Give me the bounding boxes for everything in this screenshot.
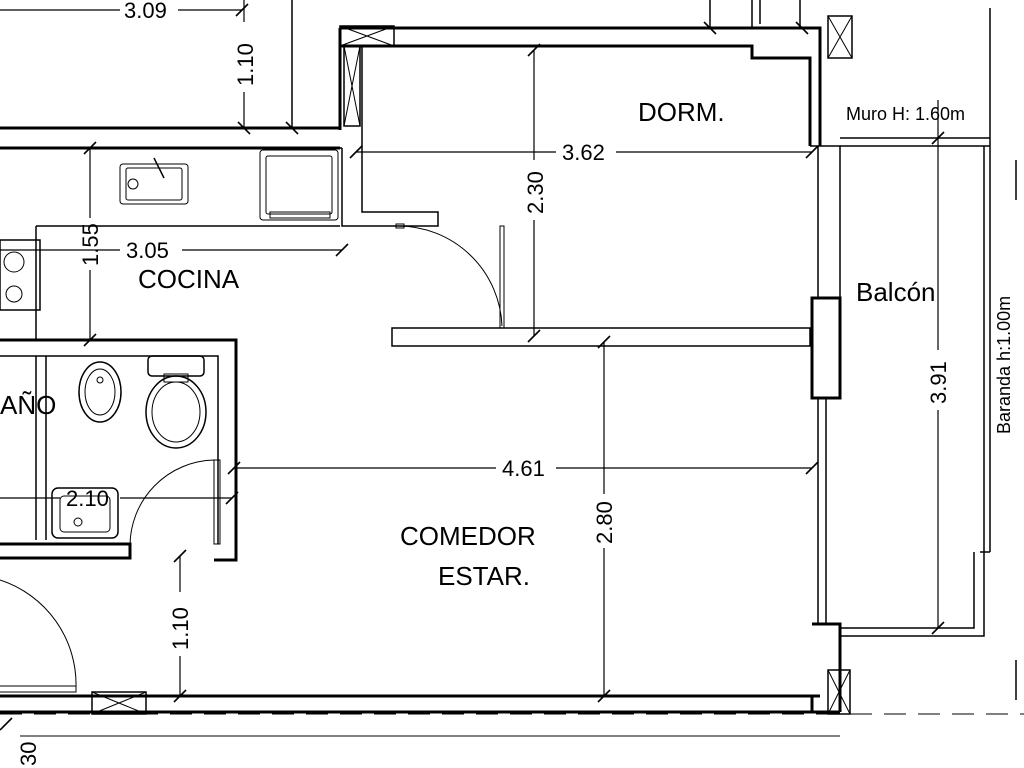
dim-top-width: 3.09 (124, 0, 167, 23)
room-label-estar: ESTAR. (438, 561, 530, 591)
room-label-comedor: COMEDOR (400, 521, 536, 551)
columns (91, 15, 853, 715)
dim-cocina-width: 3.05 (126, 238, 169, 263)
dim-dorm-height: 2.30 (523, 171, 548, 214)
notes: Muro H: 1.60m Baranda h:1.00m (846, 104, 1014, 434)
dim-cocina-height: 1.55 (78, 223, 103, 266)
dim-living-height: 2.80 (592, 501, 617, 544)
dim-dorm-width: 3.62 (562, 140, 605, 165)
room-label-bano: AÑO (0, 390, 56, 420)
kitchen-fixtures (0, 149, 339, 311)
dim-top-height: 1.10 (233, 43, 258, 86)
dim-living-width: 4.61 (502, 456, 545, 481)
room-label-cocina: COCINA (138, 264, 240, 294)
balcony-railing (840, 8, 991, 637)
note-baranda: Baranda h:1.00m (994, 296, 1014, 434)
room-labels: DORM. COCINA AÑO COMEDOR ESTAR. Balcón (0, 97, 936, 591)
bathroom-fixtures (51, 355, 207, 539)
room-label-balcon: Balcón (856, 277, 936, 307)
dim-bano-width: 2.10 (66, 486, 109, 511)
dimension-labels: 3.09 1.10 3.62 2.30 3.05 1.55 3.91 4.61 … (16, 0, 951, 766)
dim-bottom-left: 30 (16, 742, 41, 766)
dimension-lines (0, 0, 1017, 731)
dim-entry-height: 1.10 (168, 607, 193, 650)
note-muro: Muro H: 1.60m (846, 104, 965, 124)
doors (0, 223, 505, 693)
dim-balcon-length: 3.91 (926, 361, 951, 404)
walls (0, 26, 842, 714)
room-label-dorm: DORM. (638, 97, 725, 127)
